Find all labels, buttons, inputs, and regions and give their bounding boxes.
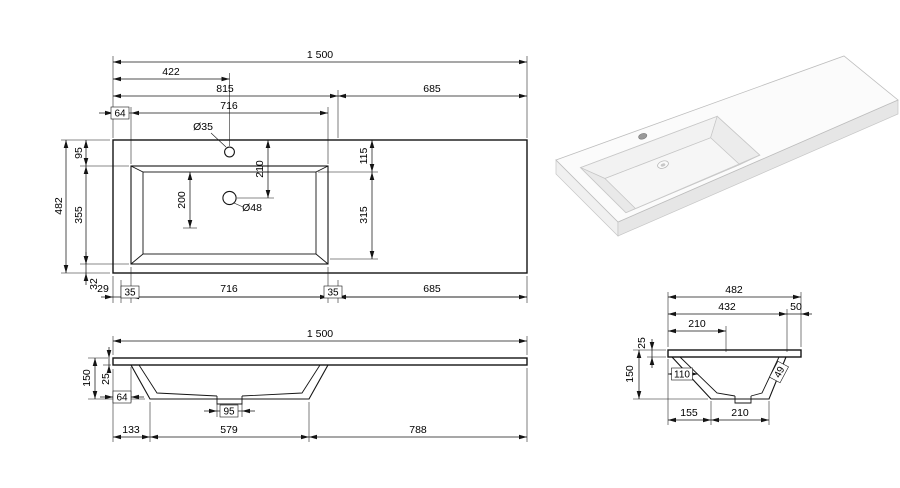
- faucet-hole: [224, 146, 235, 158]
- countertop-front-slab: [112, 357, 528, 366]
- front-dim-bottom-0: 133: [122, 424, 140, 436]
- basin-outer-rim: [130, 165, 329, 265]
- plan-dim-deck-back: 95: [73, 147, 85, 159]
- plan-dim-split-left: 815: [216, 83, 234, 95]
- front-outline: [112, 357, 528, 405]
- side-dim-basin-inner-offset: 110: [674, 370, 690, 381]
- side-dim-top-thickness: 25: [636, 337, 648, 349]
- side-dim-depth-edge: 50: [790, 301, 802, 313]
- side-view: 482 432 50 210 25 150 110 49 155 210: [624, 284, 812, 425]
- plan-dim-deck-front: 32: [88, 278, 100, 290]
- plan-dim-basin-depth: 355: [73, 206, 85, 224]
- front-dim-overall-width: 1 500: [307, 328, 333, 340]
- plan-dim-faucet-offset: 422: [162, 66, 180, 78]
- side-dimension-lines: [636, 294, 812, 423]
- plan-dim-basin-offset: 64: [114, 109, 126, 120]
- basin-inner-bottom: [142, 171, 317, 255]
- drain-stub-side: [734, 396, 752, 404]
- drain-stub-front: [216, 396, 243, 405]
- front-dim-drain-width: 95: [223, 407, 235, 418]
- side-dimension-labels: 482 432 50 210 25 150 110 49 155 210: [624, 284, 802, 419]
- plan-dim-bottom-1: 35: [124, 288, 136, 299]
- side-extension-lines: [633, 292, 802, 425]
- plan-dim-basin-inner: 200: [176, 191, 188, 209]
- faucet-dia-leader: [210, 132, 227, 148]
- side-dim-overall-depth: 482: [725, 284, 743, 296]
- side-dim-basin-top-width: 210: [688, 318, 706, 330]
- plan-outline: [112, 139, 528, 274]
- iso-basin-rim: [579, 115, 761, 214]
- front-dimension-labels: 1 500 150 25 64 95 133 579 788: [81, 328, 427, 436]
- basin-front-profile: [130, 364, 329, 400]
- plan-dim-bottom-4: 685: [423, 283, 441, 295]
- plan-dim-split-right: 685: [423, 83, 441, 95]
- countertop-plan-outline: [112, 139, 528, 274]
- plan-dim-bottom-0: 29: [97, 283, 109, 295]
- plan-dim-overall-depth: 482: [53, 197, 65, 215]
- plan-dim-bottom-3: 35: [327, 288, 339, 299]
- front-dim-bottom-1: 579: [220, 424, 238, 436]
- front-dimension-lines: [92, 338, 527, 440]
- plan-dim-bottom-2: 716: [220, 283, 238, 295]
- iso-basin-bottom: [604, 137, 741, 210]
- countertop-side-slab: [667, 349, 802, 358]
- side-dim-wall: 49: [772, 365, 787, 380]
- plan-dim-faucet-hole-dia: Ø35: [193, 121, 213, 133]
- drain-hole: [222, 190, 237, 206]
- front-dim-top-thickness: 25: [100, 373, 112, 385]
- plan-dim-overall-width: 1 500: [307, 49, 333, 61]
- iso-faucet-hole: [638, 133, 648, 140]
- plan-dimension-lines: [63, 59, 527, 300]
- plan-dim-drain-hole-dia: Ø48: [242, 202, 262, 214]
- front-extension-lines: [88, 336, 528, 442]
- iso-drain-center: [660, 163, 666, 167]
- front-view: 1 500 150 25 64 95 133 579 788: [81, 328, 528, 442]
- front-dim-height: 150: [81, 369, 93, 387]
- side-dim-bottom-0: 155: [680, 407, 698, 419]
- drain-dia-leader: [233, 202, 244, 208]
- plan-view: 1 500 422 815 685 716 64 Ø35 Ø48 482 95 …: [53, 49, 528, 303]
- plan-dim-faucet-to-drain: 210: [254, 160, 266, 178]
- plan-dim-basin-width: 716: [220, 100, 238, 112]
- front-dim-bottom-2: 788: [409, 424, 427, 436]
- side-dim-bottom-1: 210: [731, 407, 749, 419]
- plan-dim-right-front: 315: [358, 206, 370, 224]
- side-dim-depth-main: 432: [718, 301, 736, 313]
- plan-dimension-labels: 1 500 422 815 685 716 64 Ø35 Ø48 482 95 …: [53, 49, 441, 299]
- front-dim-basin-offset: 64: [116, 393, 128, 404]
- iso-view: [555, 55, 899, 237]
- plan-dim-right-back: 115: [358, 147, 370, 164]
- side-dim-height: 150: [624, 365, 636, 383]
